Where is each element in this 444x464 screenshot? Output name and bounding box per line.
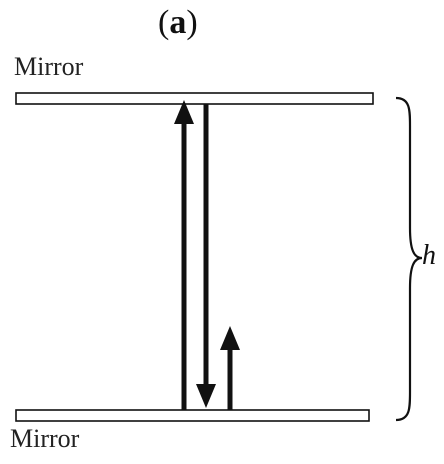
downward-ray-arrowhead — [196, 384, 216, 408]
bottom-mirror — [15, 409, 370, 422]
panel-label-letter: a — [169, 4, 187, 41]
short-ray-arrowhead — [220, 326, 240, 350]
panel-label: (a) — [158, 6, 198, 40]
upward-ray-arrowhead — [174, 100, 194, 124]
short-upward-light-ray — [220, 326, 240, 410]
bottom-mirror-label: Mirror — [10, 424, 80, 453]
top-mirror-label: Mirror — [14, 52, 84, 81]
panel-label-open: ( — [158, 4, 170, 41]
upward-light-ray — [174, 100, 194, 410]
downward-light-ray — [196, 104, 216, 408]
panel-label-close: ) — [186, 4, 198, 41]
height-label: h — [422, 240, 436, 271]
top-mirror — [15, 92, 374, 105]
height-brace — [395, 96, 423, 422]
